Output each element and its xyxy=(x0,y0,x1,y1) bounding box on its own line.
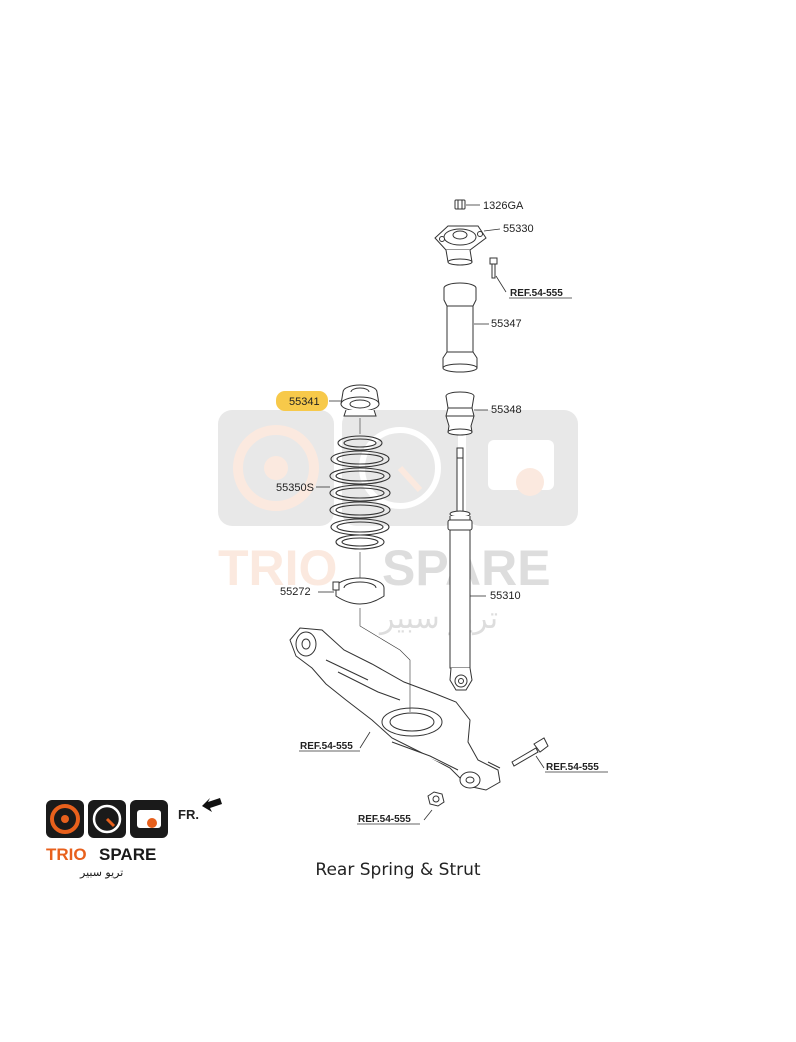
mount-bolt xyxy=(489,257,498,279)
watermark-arabic: تريو سبير xyxy=(378,601,498,636)
direction-label: FR. xyxy=(178,807,199,822)
label-55348: 55348 xyxy=(491,404,522,416)
ref-nut: REF.54-555 xyxy=(358,814,411,825)
label-55310: 55310 xyxy=(490,590,521,602)
arm-bolt xyxy=(511,737,549,767)
label-55341: 55341 xyxy=(289,396,320,408)
label-55347: 55347 xyxy=(491,318,522,330)
label-55272: 55272 xyxy=(280,586,311,598)
label-1326ga: 1326GA xyxy=(483,200,524,212)
lower-control-arm xyxy=(289,627,501,791)
brand-logo: TRIO SPARE تريو سبير xyxy=(46,800,168,879)
diagram-caption: Rear Spring & Strut xyxy=(315,860,481,880)
label-55330: 55330 xyxy=(503,223,534,235)
label-55350s: 55350S xyxy=(276,482,314,494)
watermark-trio: TRIO xyxy=(218,540,337,596)
ref-arm-left: REF.54-555 xyxy=(300,741,353,752)
brand-spare: SPARE xyxy=(99,845,156,864)
brand-trio: TRIO xyxy=(46,845,87,864)
arm-nut xyxy=(427,791,445,807)
coil-spring-55350s xyxy=(329,435,391,550)
ref-top: REF.54-555 xyxy=(510,288,563,299)
nut-1326ga xyxy=(454,199,466,210)
bump-stopper-55348 xyxy=(445,391,475,436)
ref-bolt: REF.54-555 xyxy=(546,762,599,773)
label-55341-highlight xyxy=(276,391,328,411)
front-arrow-icon xyxy=(202,798,222,812)
shock-absorber-55310 xyxy=(447,447,473,691)
brand-arabic: تريو سبير xyxy=(79,866,123,879)
top-mount-55330 xyxy=(434,225,487,266)
lower-spring-pad-55272 xyxy=(332,577,385,605)
watermark: TRIO SPARE تريو سبير xyxy=(218,410,578,636)
spring-pad-55341 xyxy=(340,384,380,417)
dust-cover-55347 xyxy=(442,282,478,373)
